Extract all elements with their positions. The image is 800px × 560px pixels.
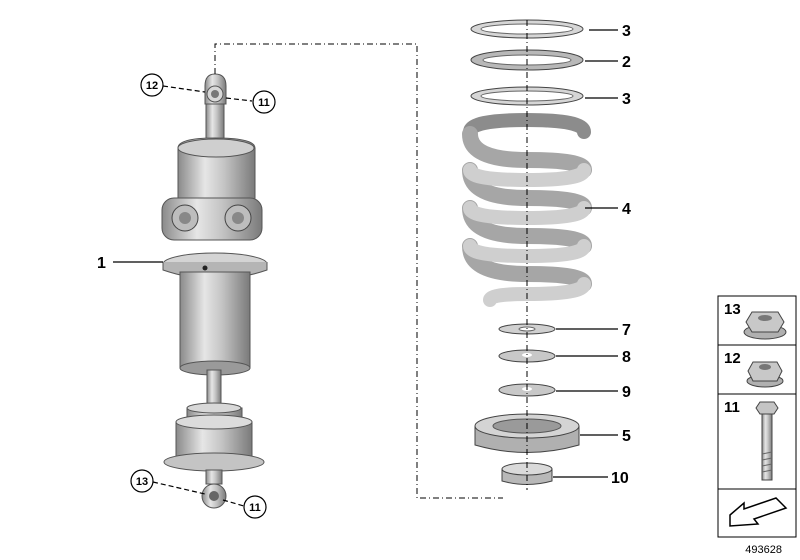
legend-number-11: 11 bbox=[724, 399, 740, 416]
legend-item-13: 13 bbox=[717, 295, 797, 346]
callout-3-bottom: 3 bbox=[622, 91, 631, 108]
hex-bolt-icon bbox=[755, 401, 779, 481]
legend-arrow-box bbox=[717, 488, 797, 538]
leader-lines bbox=[113, 29, 618, 507]
flange-nut-icon bbox=[743, 311, 787, 340]
callout-1: 1 bbox=[97, 255, 106, 272]
callout-13-circle: 13 bbox=[130, 469, 154, 493]
callout-12-circle: 12 bbox=[140, 73, 164, 97]
callout-4: 4 bbox=[622, 201, 631, 218]
shock-absorber bbox=[161, 73, 268, 509]
legend-item-11: 11 bbox=[717, 393, 797, 490]
adjuster-nut-left bbox=[171, 204, 199, 232]
callout-11-top: 11 bbox=[258, 97, 270, 109]
callout-11-bottom: 11 bbox=[249, 502, 261, 514]
installation-direction-arrow-icon bbox=[729, 497, 788, 527]
legend-number-13: 13 bbox=[724, 301, 741, 318]
callout-12: 12 bbox=[146, 80, 158, 92]
self-locking-nut-icon bbox=[746, 361, 784, 388]
callout-8: 8 bbox=[622, 349, 631, 366]
callout-11-top-circle: 11 bbox=[252, 90, 276, 114]
callout-3-top: 3 bbox=[622, 23, 631, 40]
callout-10: 10 bbox=[611, 470, 629, 487]
legend-number-12: 12 bbox=[724, 350, 741, 367]
callout-5: 5 bbox=[622, 428, 631, 445]
callout-13: 13 bbox=[136, 476, 148, 488]
adjuster-nut-right bbox=[224, 204, 252, 232]
callout-2: 2 bbox=[622, 54, 631, 71]
document-id: 493628 bbox=[745, 544, 782, 556]
callout-7: 7 bbox=[622, 322, 631, 339]
callout-11-bottom-circle: 11 bbox=[243, 495, 267, 519]
callout-9: 9 bbox=[622, 384, 631, 401]
legend-item-12: 12 bbox=[717, 344, 797, 395]
parts-legend: 13 12 11 bbox=[717, 295, 797, 538]
